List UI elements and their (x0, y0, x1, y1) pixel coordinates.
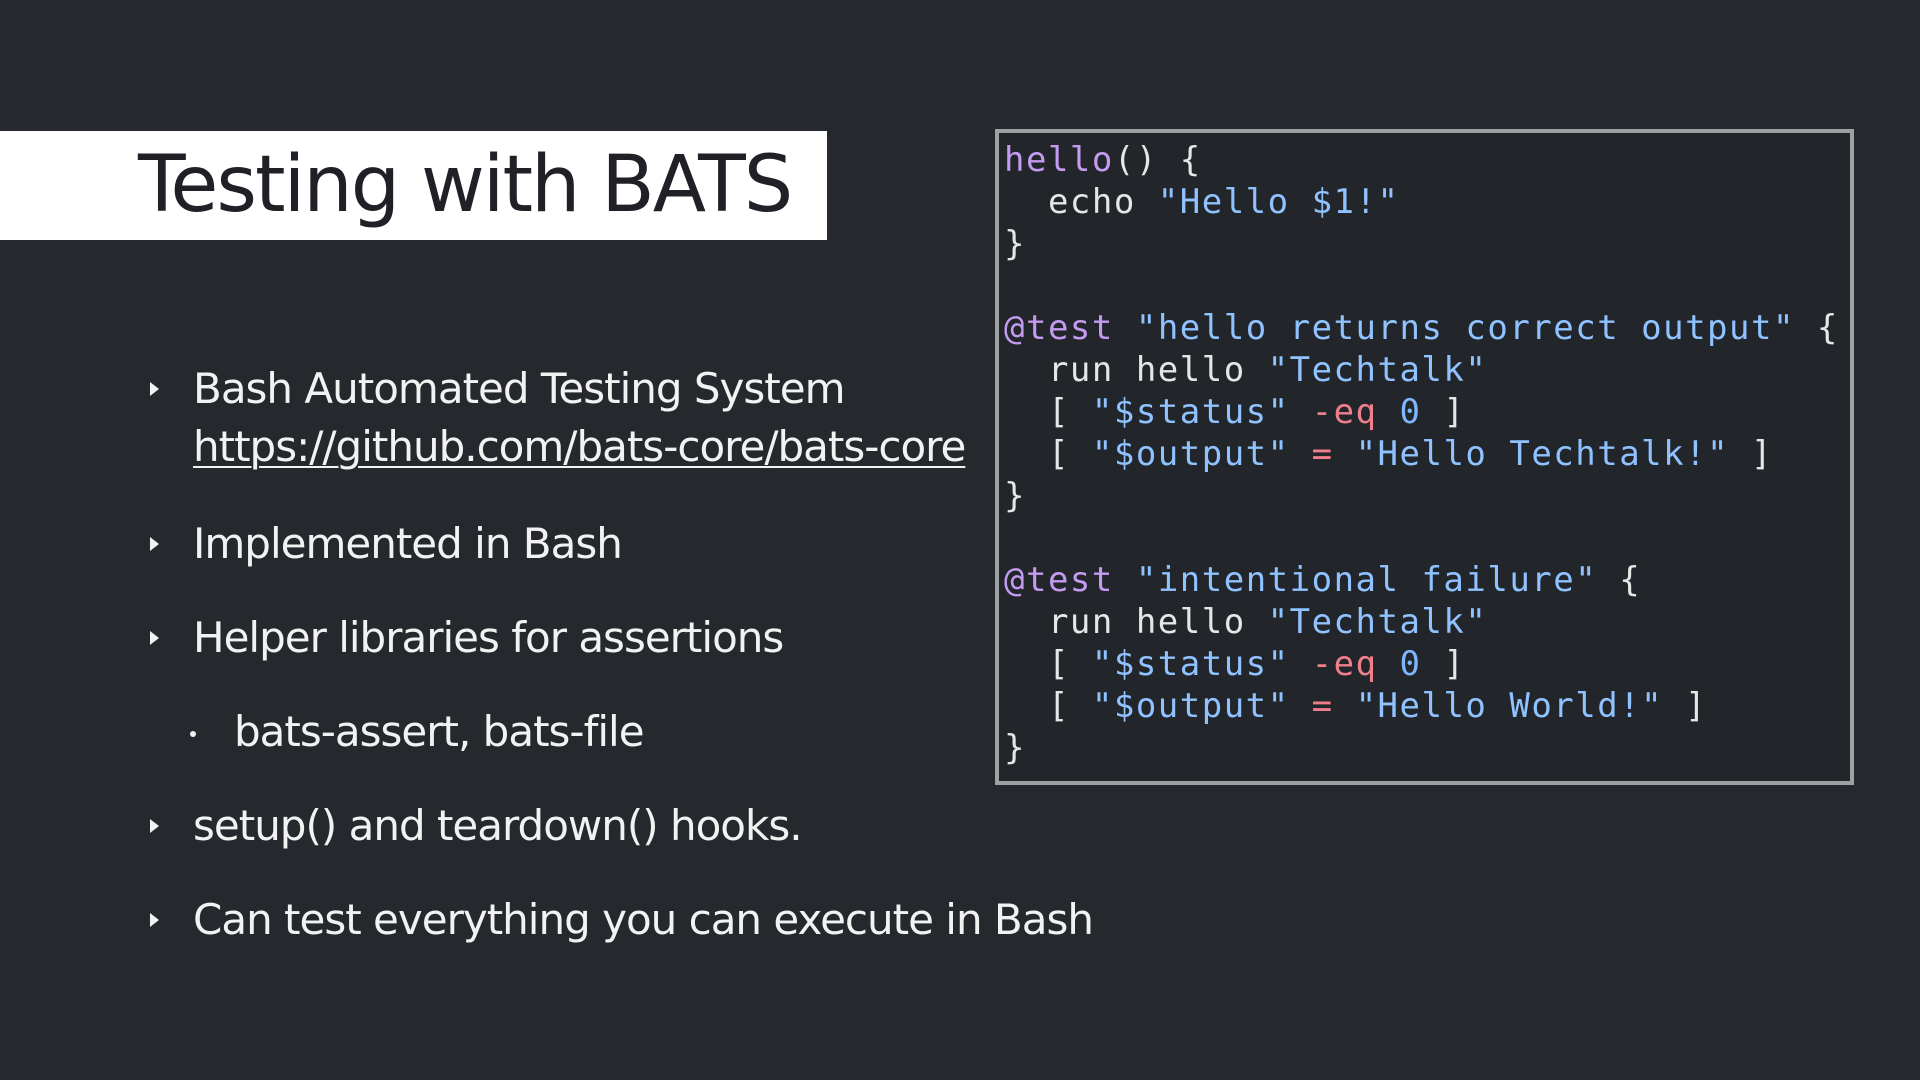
code-line: @test "intentional failure" { (1004, 560, 1642, 600)
triangle-bullet-icon (150, 631, 159, 645)
bullet-text: bats-assert, bats-file (234, 707, 645, 756)
dot-bullet-icon (190, 731, 196, 737)
code-line: run hello "Techtalk" (1004, 602, 1488, 642)
triangle-bullet-icon (150, 537, 159, 551)
code-line: echo "Hello $1!" (1004, 182, 1400, 222)
code-line: [ "$output" = "Hello Techtalk!" ] (1004, 434, 1774, 474)
code-line: hello() { (1004, 140, 1202, 180)
slide-title: Testing with BATS (138, 140, 793, 230)
bullet-text: Can test everything you can execute in B… (193, 895, 1094, 944)
triangle-bullet-icon (150, 819, 159, 833)
bullet-text: setup() and teardown() hooks. (193, 801, 803, 850)
code-line: [ "$status" -eq 0 ] (1004, 644, 1466, 684)
code-line: @test "hello returns correct output" { (1004, 308, 1839, 348)
triangle-bullet-icon (150, 382, 159, 396)
bullet-text: Bash Automated Testing System (193, 364, 846, 413)
bullet-text: Helper libraries for assertions (193, 613, 784, 662)
code-line: run hello "Techtalk" (1004, 350, 1488, 390)
code-listing: hello() { echo "Hello $1!" } @test "hell… (1004, 139, 1839, 769)
code-line: } (1004, 224, 1026, 264)
triangle-bullet-icon (150, 913, 159, 927)
code-line: } (1004, 728, 1026, 768)
code-line: [ "$output" = "Hello World!" ] (1004, 686, 1708, 726)
code-block: hello() { echo "Hello $1!" } @test "hell… (995, 129, 1854, 785)
code-line: [ "$status" -eq 0 ] (1004, 392, 1466, 432)
bullet-text: Implemented in Bash (193, 519, 623, 568)
bats-core-link[interactable]: https://github.com/bats-core/bats-core (193, 422, 966, 471)
title-bar: Testing with BATS (0, 131, 827, 240)
code-line: } (1004, 476, 1026, 516)
